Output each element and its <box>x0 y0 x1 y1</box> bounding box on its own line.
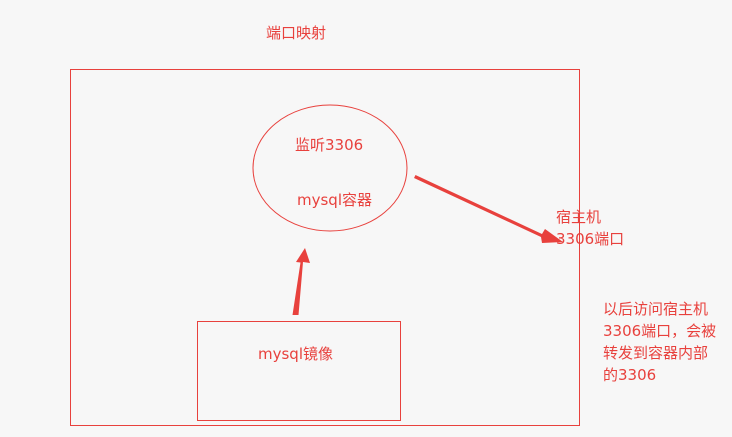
note-line: 的3306 <box>603 366 657 384</box>
image-to-container-arrow <box>292 248 310 315</box>
host-boundary-box <box>70 69 580 426</box>
container-name-label: mysql容器 <box>297 191 372 209</box>
note-line: 3306端口，会被 <box>603 322 717 340</box>
forwarding-note: 以后访问宿主机 3306端口，会被 转发到容器内部 的3306 <box>603 298 716 386</box>
host-port-line: 宿主机 <box>556 208 602 226</box>
container-to-host-arrow <box>414 175 563 243</box>
note-line: 转发到容器内部 <box>603 344 709 362</box>
note-line: 以后访问宿主机 <box>603 300 709 318</box>
host-port-line: 3306端口 <box>556 230 625 248</box>
image-box <box>197 321 401 421</box>
host-port-label: 宿主机 3306端口 <box>556 206 624 250</box>
container-listen-label: 监听3306 <box>295 136 364 154</box>
container-ellipse <box>252 104 408 232</box>
diagram-title: 端口映射 <box>266 24 327 42</box>
image-label: mysql镜像 <box>258 345 333 363</box>
